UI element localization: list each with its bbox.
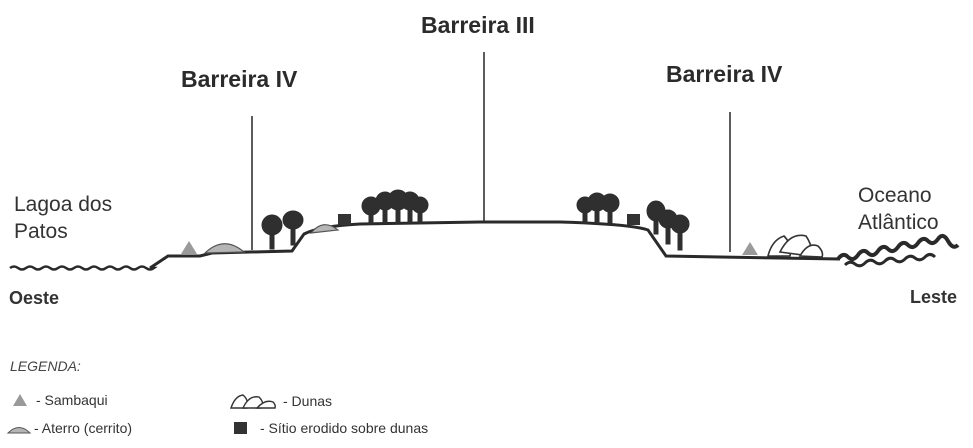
barrier-iv-left-label: Barreira IV — [181, 66, 298, 92]
trees-group-1 — [261, 210, 304, 250]
eroded-site-marker-left — [338, 214, 351, 225]
lagoon-label-line1: Lagoa dos — [14, 193, 113, 216]
barrier-iv-right-label: Barreira IV — [666, 61, 783, 87]
aterro-mound-slope — [309, 224, 340, 234]
trees-group-4 — [646, 200, 690, 251]
legend-item-sitio: - Sítio erodido sobre dunas — [232, 420, 428, 436]
lagoon-label-line2: Patos — [14, 220, 68, 243]
legend-label-sitio: - Sítio erodido sobre dunas — [260, 420, 429, 436]
legend-item-sambaqui: - Sambaqui — [10, 392, 108, 408]
aterro-legend-icon — [6, 427, 32, 434]
legend-item-aterro: - Aterro (cerrito) — [6, 420, 132, 436]
eroded-site-marker-right — [627, 214, 640, 225]
trees-group-2 — [361, 189, 429, 225]
trees-group-3 — [576, 192, 620, 224]
aterro-mound-left — [203, 243, 246, 254]
ocean-waves-2 — [843, 253, 937, 268]
sambaqui-legend-icon — [13, 394, 27, 406]
legend-label-sambaqui: - Sambaqui — [36, 392, 108, 408]
ocean-label-line2: Atlântico — [858, 211, 939, 234]
legend-label-dunas: - Dunas — [283, 393, 333, 409]
sambaqui-marker-left — [181, 241, 197, 254]
site-legend-icon — [234, 422, 247, 434]
ground-profile — [149, 220, 841, 270]
ocean-waves — [836, 234, 960, 262]
dunes-group — [766, 234, 824, 258]
lagoon-water — [9, 265, 158, 271]
barrier-iii-label: Barreira III — [421, 12, 535, 38]
sambaqui-marker-right — [742, 242, 758, 255]
east-label: Leste — [910, 287, 958, 307]
legend-item-dunas: - Dunas — [229, 392, 332, 410]
west-label: Oeste — [9, 288, 60, 308]
ocean-label-line1: Oceano — [858, 184, 932, 207]
legend-title: LEGENDA: — [10, 358, 81, 374]
legend-label-aterro: - Aterro (cerrito) — [34, 420, 133, 436]
dunes-legend-icon — [230, 394, 276, 409]
